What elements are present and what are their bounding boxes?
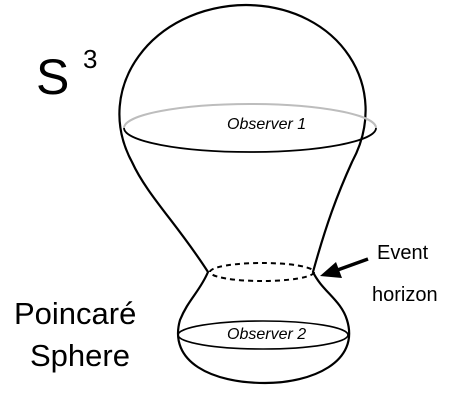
event-horizon-label-line2: horizon xyxy=(372,284,438,306)
event-horizon-arrowhead xyxy=(320,262,342,278)
s3-label-base: S xyxy=(36,49,70,105)
lower-equator-back xyxy=(177,320,349,336)
event-horizon-ellipse xyxy=(209,262,315,282)
upper-equator-back xyxy=(123,103,377,129)
event-horizon-label-line1: Event xyxy=(377,242,429,264)
lower-equator-front xyxy=(177,334,349,350)
observer-1-label: Observer 1 xyxy=(227,116,307,133)
poincare-label-line1: Poincaré xyxy=(14,296,137,331)
s3-label-superscript: 3 xyxy=(83,44,98,74)
upper-equator-front xyxy=(123,127,377,153)
poincare-label-line2: Sphere xyxy=(30,338,130,373)
observer-2-label: Observer 2 xyxy=(227,326,307,343)
manifold-outline xyxy=(118,3,367,385)
